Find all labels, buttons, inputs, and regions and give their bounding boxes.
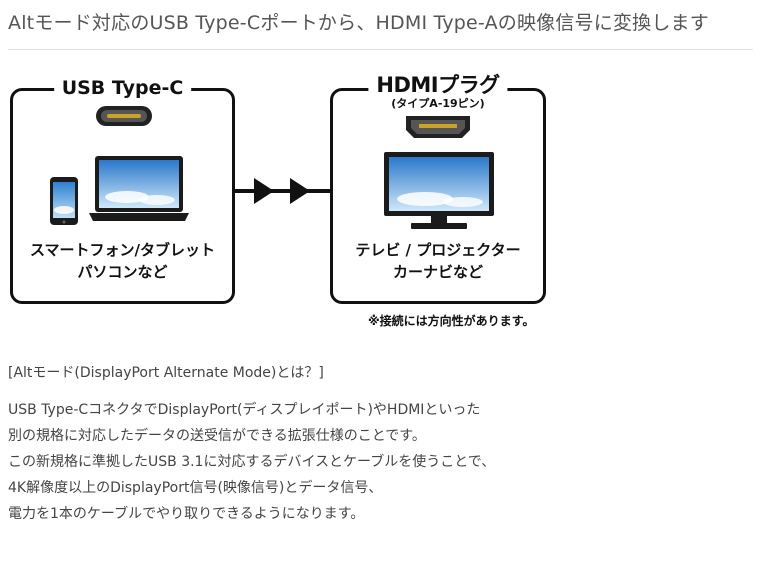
- conversion-diagram: USB Type-C: [0, 58, 761, 338]
- hdmi-type-sublabel: (タイプA-19ピン): [391, 97, 485, 110]
- description-line: この新規格に準拠したUSB 3.1に対応するデバイスとケーブルを使うことで、: [8, 454, 496, 470]
- description-line: 4K解像度以上のDisplayPort信号(映像信号)とデータ信号、: [8, 480, 383, 496]
- hdmi-plug-box: HDMIプラグ (タイプA-19ピン) テレビ / プロジェクター カーナビなど: [330, 69, 546, 304]
- page-heading: Altモード対応のUSB Type-Cポートから、HDMI Type-Aの映像信…: [8, 8, 753, 50]
- hdmi-plug-label: HDMIプラグ: [368, 69, 508, 99]
- description-line: 電力を1本のケーブルでやり取りできるようになります。: [8, 506, 365, 522]
- caption-line: スマートフォン/タブレット: [29, 241, 216, 259]
- caption-line: カーナビなど: [392, 263, 483, 281]
- description-line: 別の規格に対応したデータの送受信ができる拡張仕様のことです。: [8, 428, 426, 444]
- monitor-icon: [384, 152, 494, 229]
- altmode-section-title: [Altモード(DisplayPort Alternate Mode)とは？]: [8, 365, 324, 381]
- caption-line: テレビ / プロジェクター: [355, 241, 521, 259]
- description-line: USB Type-CコネクタでDisplayPort(ディスプレイポート)やHD…: [8, 402, 481, 418]
- hdmi-device-caption: テレビ / プロジェクター カーナビなど: [333, 239, 543, 283]
- usb-type-c-box: USB Type-C: [10, 77, 235, 304]
- direction-note: ※接続には方向性があります。: [368, 314, 535, 328]
- usb-device-caption: スマートフォン/タブレット パソコンなど: [13, 239, 232, 283]
- caption-line: パソコンなど: [77, 263, 168, 281]
- direction-arrow-icon: [232, 178, 332, 204]
- usb-type-c-label: USB Type-C: [53, 77, 192, 99]
- smartphone-icon: [50, 177, 78, 225]
- laptop-icon: [89, 156, 189, 221]
- altmode-description: USB Type-CコネクタでDisplayPort(ディスプレイポート)やHD…: [8, 400, 495, 530]
- hdmi-connector-icon: [406, 116, 470, 138]
- usb-c-connector-icon: [96, 106, 152, 126]
